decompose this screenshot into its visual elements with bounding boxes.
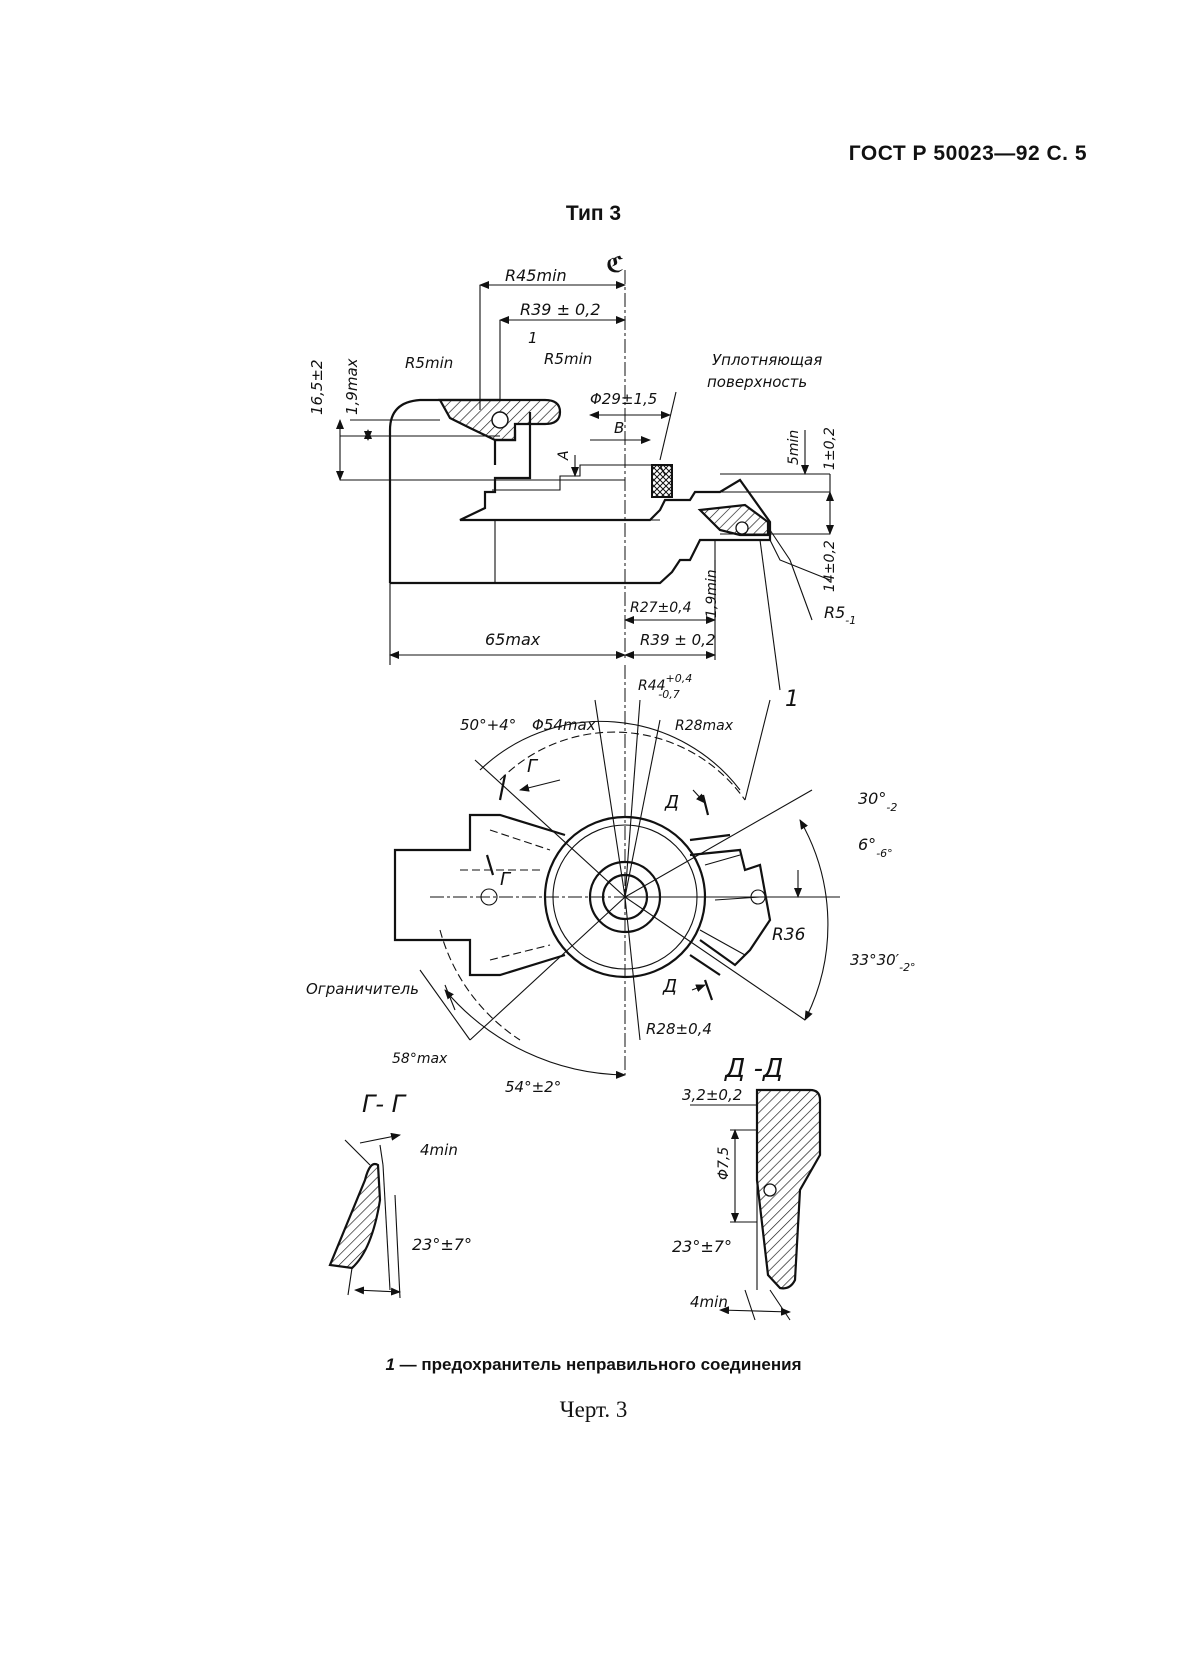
- dim-d54: Φ54max: [532, 716, 596, 734]
- limiter-label: Ограничитель: [306, 980, 419, 998]
- document-header: ГОСТ Р 50023—92 С. 5: [848, 142, 1087, 165]
- callout-1-top: 1: [528, 329, 538, 347]
- lip-section-hatch: [697, 503, 770, 537]
- section-mark-g-mid: Г: [500, 869, 512, 890]
- dim-d-3-2: 3,2±0,2: [682, 1086, 742, 1104]
- dim-r28: R28±0,4: [646, 1020, 712, 1038]
- dim-14: 14±0,2: [822, 540, 838, 592]
- dim-30deg: 30°-2: [858, 789, 897, 814]
- dim-r5-right: R5min: [544, 350, 592, 368]
- dim-r36: R36: [772, 925, 806, 945]
- dim-58deg: 58°max: [392, 1051, 448, 1067]
- dim-r27: R27±0,4: [630, 600, 692, 616]
- dim-d-4min: 4min: [690, 1293, 728, 1311]
- dim-1-9min: 1,9min: [704, 569, 720, 618]
- sealing-surface-block: [651, 464, 673, 498]
- dim-r39-bottom: R39 ± 0,2: [640, 631, 715, 649]
- plan-view: [393, 665, 840, 1079]
- section-d-d: [690, 1088, 822, 1321]
- svg-text:ℭ: ℭ: [606, 253, 624, 278]
- section-mark-d-top: Д: [664, 792, 679, 813]
- drawing-type-title: Тип 3: [565, 202, 622, 225]
- dim-1-9max: 1,9max: [343, 358, 361, 415]
- section-mark-g-top: Г: [527, 756, 539, 777]
- legend-line: 1 — предохранитель неправильного соедине…: [0, 1355, 1187, 1375]
- legend-text: — предохранитель неправильного соединени…: [394, 1355, 802, 1374]
- dim-r39-top: R39 ± 0,2: [520, 300, 601, 319]
- section-g-g: [328, 1132, 401, 1299]
- dim-r5-minus: R5-1: [824, 603, 856, 627]
- section-mark-d-bot: Д: [662, 976, 677, 997]
- dim-d-d7-5: Φ7,5: [716, 1147, 732, 1180]
- dim-r5-left: R5min: [405, 354, 453, 372]
- dim-65max: 65max: [485, 630, 541, 649]
- dim-b: B: [614, 419, 624, 437]
- dim-50deg: 50°+4°: [460, 716, 516, 734]
- seal-label-line1: Уплотняющая: [712, 351, 822, 369]
- dim-1-0-2: 1±0,2: [822, 427, 838, 470]
- callout-1-plan: 1: [785, 687, 799, 712]
- dim-g-4min: 4min: [420, 1141, 458, 1159]
- dim-16-5: 16,5±2: [308, 359, 326, 415]
- section-g-top-mark: [498, 774, 507, 801]
- section-g-mid-mark: [485, 854, 495, 876]
- section-d-top-mark: [701, 794, 710, 816]
- dim-g-angle: 23°±7°: [412, 1235, 472, 1254]
- dim-33deg: 33°30′-2°: [850, 951, 916, 974]
- legend-number: 1: [385, 1355, 395, 1374]
- section-d-title: Д -Д: [724, 1054, 783, 1084]
- dim-d-angle: 23°±7°: [672, 1237, 732, 1256]
- section-d-bot-mark: [703, 979, 714, 1001]
- elevation-view: [336, 270, 834, 691]
- dim-6deg: 6°-6°: [858, 835, 893, 860]
- seal-label-line2: поверхность: [707, 373, 807, 391]
- drawing-caption: Черт. 3: [559, 1397, 628, 1422]
- dim-5min: 5min: [786, 430, 802, 465]
- dim-d29: Φ29±1,5: [590, 390, 657, 408]
- dim-a: A: [556, 450, 572, 461]
- dim-r44: R44+0,4-0,7: [638, 672, 692, 701]
- dim-r28max: R28max: [675, 718, 734, 734]
- dim-54deg: 54°±2°: [505, 1078, 561, 1096]
- section-g-title: Г- Г: [362, 1090, 407, 1118]
- dim-r45: R45min: [505, 266, 567, 285]
